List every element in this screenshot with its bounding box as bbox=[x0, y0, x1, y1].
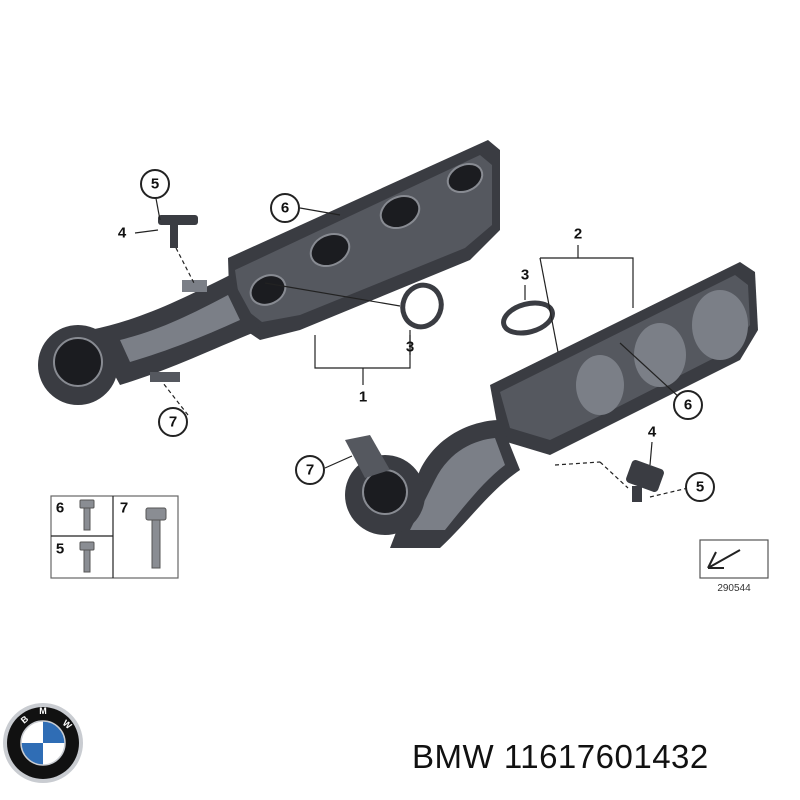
bolt-6-icon bbox=[79, 499, 95, 531]
svg-text:1: 1 bbox=[359, 389, 367, 406]
callout-right-5: 5 bbox=[685, 472, 715, 502]
right-pressure-sensor bbox=[626, 460, 664, 502]
left-pressure-sensor bbox=[158, 215, 198, 248]
callout-right-3: 3 bbox=[521, 267, 529, 284]
callout-right-2: 2 bbox=[574, 226, 582, 243]
bmw-logo: B M W bbox=[3, 703, 83, 783]
svg-text:6: 6 bbox=[684, 397, 692, 414]
kit-label-6: 6 bbox=[56, 500, 64, 517]
callout-left-5: 5 bbox=[140, 169, 170, 199]
svg-text:5: 5 bbox=[696, 479, 704, 496]
right-o-ring bbox=[501, 300, 555, 336]
svg-text:7: 7 bbox=[169, 414, 177, 431]
bolt-7-icon bbox=[145, 507, 167, 569]
right-intake-manifold bbox=[345, 262, 758, 548]
callout-left-4: 4 bbox=[118, 225, 127, 242]
left-intake-manifold bbox=[38, 140, 500, 405]
direction-arrow-icon bbox=[707, 549, 741, 569]
reference-box: 290544 bbox=[699, 539, 769, 594]
kit-label-7: 7 bbox=[120, 500, 128, 517]
svg-text:3: 3 bbox=[406, 339, 414, 356]
kit-label-5: 5 bbox=[56, 541, 64, 558]
svg-text:6: 6 bbox=[281, 200, 289, 217]
svg-text:4: 4 bbox=[648, 424, 657, 441]
svg-text:2: 2 bbox=[574, 226, 582, 243]
callout-left-1: 1 bbox=[359, 389, 367, 406]
bolt-5-icon bbox=[79, 541, 95, 573]
callout-left-7: 7 bbox=[158, 407, 188, 437]
left-o-ring bbox=[400, 282, 444, 330]
svg-text:3: 3 bbox=[521, 267, 529, 284]
callout-left-6: 6 bbox=[270, 193, 300, 223]
svg-text:B: B bbox=[19, 713, 31, 725]
svg-text:7: 7 bbox=[306, 462, 314, 479]
part-number-caption: BMW 11617601432 bbox=[412, 738, 709, 775]
svg-text:4: 4 bbox=[118, 225, 127, 242]
callout-left-3: 3 bbox=[406, 339, 414, 356]
callout-right-7: 7 bbox=[295, 455, 325, 485]
reference-number: 290544 bbox=[717, 583, 751, 594]
svg-text:5: 5 bbox=[151, 176, 159, 193]
svg-text:M: M bbox=[39, 706, 47, 716]
fastener-kit-table: 6 7 5 bbox=[50, 495, 179, 579]
callout-right-6: 6 bbox=[673, 390, 703, 420]
callout-right-4: 4 bbox=[648, 424, 657, 441]
